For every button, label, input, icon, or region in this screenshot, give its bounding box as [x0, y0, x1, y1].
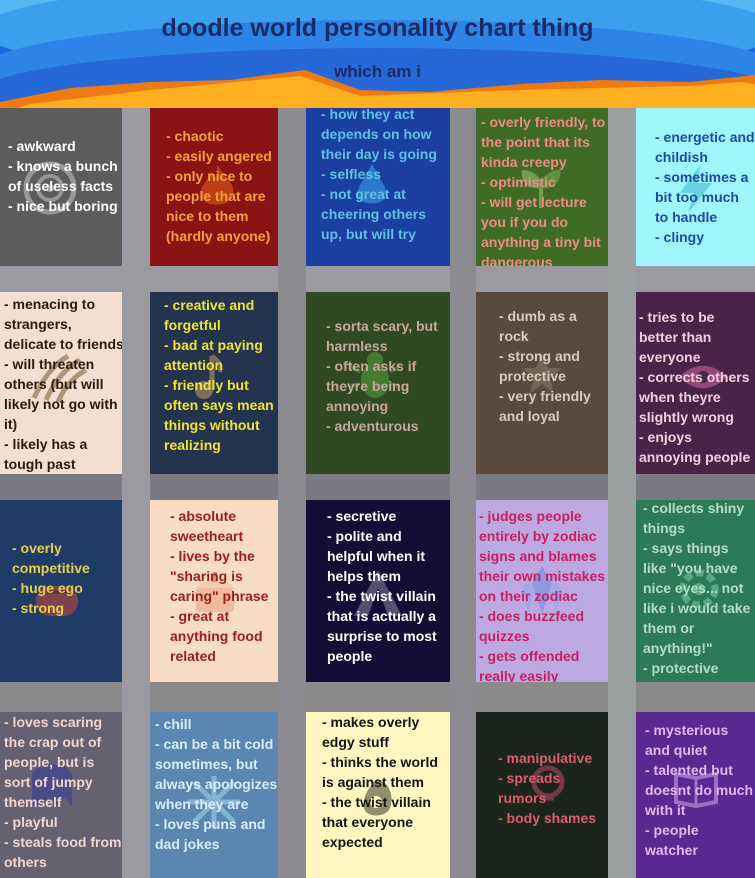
flame-icon	[200, 165, 234, 205]
col-divider	[608, 108, 636, 878]
crystal-icon	[522, 566, 562, 614]
bug-icon	[350, 352, 400, 398]
card-text: - dumb as a rock - strong and protective…	[499, 308, 591, 424]
music-note-icon	[195, 354, 223, 399]
snowflake-icon	[188, 776, 240, 828]
personality-card: - chill - can be a bit cold sometimes, b…	[150, 712, 278, 878]
leaf-sprout-icon	[521, 170, 561, 208]
page-subtitle: which am i	[334, 62, 421, 81]
page-title: doodle world personality chart thing	[161, 14, 594, 42]
row-divider	[0, 682, 755, 712]
personality-card: - overly competitive - huge ego - strong	[0, 500, 122, 682]
personality-card: - manipulative - spreads rumors - body s…	[476, 712, 608, 878]
claws-icon	[31, 353, 88, 402]
personality-card: - mysterious and quiet - talented but do…	[636, 712, 755, 878]
card-text: - collects shiny things - says things li…	[643, 500, 751, 676]
card-text: - loves scaring the crap out of people, …	[4, 714, 122, 870]
personality-card: - creative and forgetful - bad at paying…	[150, 292, 278, 474]
personality-card: - overly friendly, to the point that its…	[476, 108, 608, 266]
card-text: - secretive - polite and helpful when it…	[327, 508, 437, 664]
card-text: - overly friendly, to the point that its…	[481, 114, 606, 266]
poison-icon	[531, 765, 565, 801]
col-divider	[278, 108, 306, 878]
personality-card: - absolute sweetheart - lives by the "sh…	[150, 500, 278, 682]
card-text: - menacing to strangers, delicate to fri…	[4, 296, 122, 472]
personality-card: - chaotic - easily angered - only nice t…	[150, 108, 278, 266]
rock-star-icon	[522, 354, 562, 394]
personality-card: - energetic and childish - sometimes a b…	[636, 108, 755, 266]
card-text: - awkward - knows a bunch of useless fac…	[8, 138, 118, 214]
personality-card: - tries to be better than everyone - cor…	[636, 292, 755, 474]
dark-eye-icon	[363, 780, 392, 816]
col-divider	[122, 108, 150, 878]
ghost-icon	[32, 764, 72, 806]
card-text: - makes overly edgy stuff - thinks the w…	[322, 714, 438, 850]
gear-icon	[679, 569, 719, 609]
card-text: - absolute sweetheart - lives by the "sh…	[170, 508, 269, 664]
personality-card: - how they act depends on how their day …	[306, 108, 450, 266]
card-text: - sorta scary, but harmless - often asks…	[326, 318, 438, 434]
card-text: - manipulative - spreads rumors - body s…	[498, 750, 597, 826]
hood-icon	[354, 570, 402, 616]
card-text: - creative and forgetful - bad at paying…	[164, 297, 274, 453]
fist-icon	[36, 586, 78, 616]
personality-card: - menacing to strangers, delicate to fri…	[0, 292, 122, 474]
card-text: - mysterious and quiet - talented but do…	[645, 722, 754, 858]
water-drop-icon	[357, 164, 387, 204]
dust-swirl-icon	[23, 161, 77, 215]
personality-card: - makes overly edgy stuff - thinks the w…	[306, 712, 450, 878]
eye-icon	[680, 365, 726, 389]
card-text: - judges people entirely by zodiac signs…	[479, 508, 606, 682]
mountain-horizon	[0, 70, 755, 112]
card-text: - overly competitive - huge ego - strong	[12, 540, 90, 616]
personality-card: - judges people entirely by zodiac signs…	[476, 500, 608, 682]
card-text: - chaotic - easily angered - only nice t…	[166, 128, 272, 244]
personality-grid: - awkward - knows a bunch of useless fac…	[0, 108, 755, 878]
row-divider	[0, 474, 755, 500]
personality-card: - sorta scary, but harmless - often asks…	[306, 292, 450, 474]
magic-book-icon	[674, 771, 718, 808]
personality-card: - dumb as a rock - strong and protective…	[476, 292, 608, 474]
personality-card: - awkward - knows a bunch of useless fac…	[0, 108, 122, 266]
col-divider	[450, 108, 476, 878]
lightning-icon	[680, 165, 712, 213]
card-text: - how they act depends on how their day …	[321, 108, 437, 242]
row-divider	[0, 266, 755, 292]
personality-card: - secretive - polite and helpful when it…	[306, 500, 450, 682]
card-text: - energetic and childish - sometimes a b…	[655, 129, 755, 245]
personality-card: - loves scaring the crap out of people, …	[0, 712, 122, 878]
header-banner: doodle world personality chart thing whi…	[0, 0, 755, 112]
cake-icon	[196, 572, 234, 612]
card-text: - chill - can be a bit cold sometimes, b…	[155, 716, 278, 852]
card-text: - tries to be better than everyone - cor…	[639, 309, 751, 465]
personality-card: - collects shiny things - says things li…	[636, 500, 755, 682]
